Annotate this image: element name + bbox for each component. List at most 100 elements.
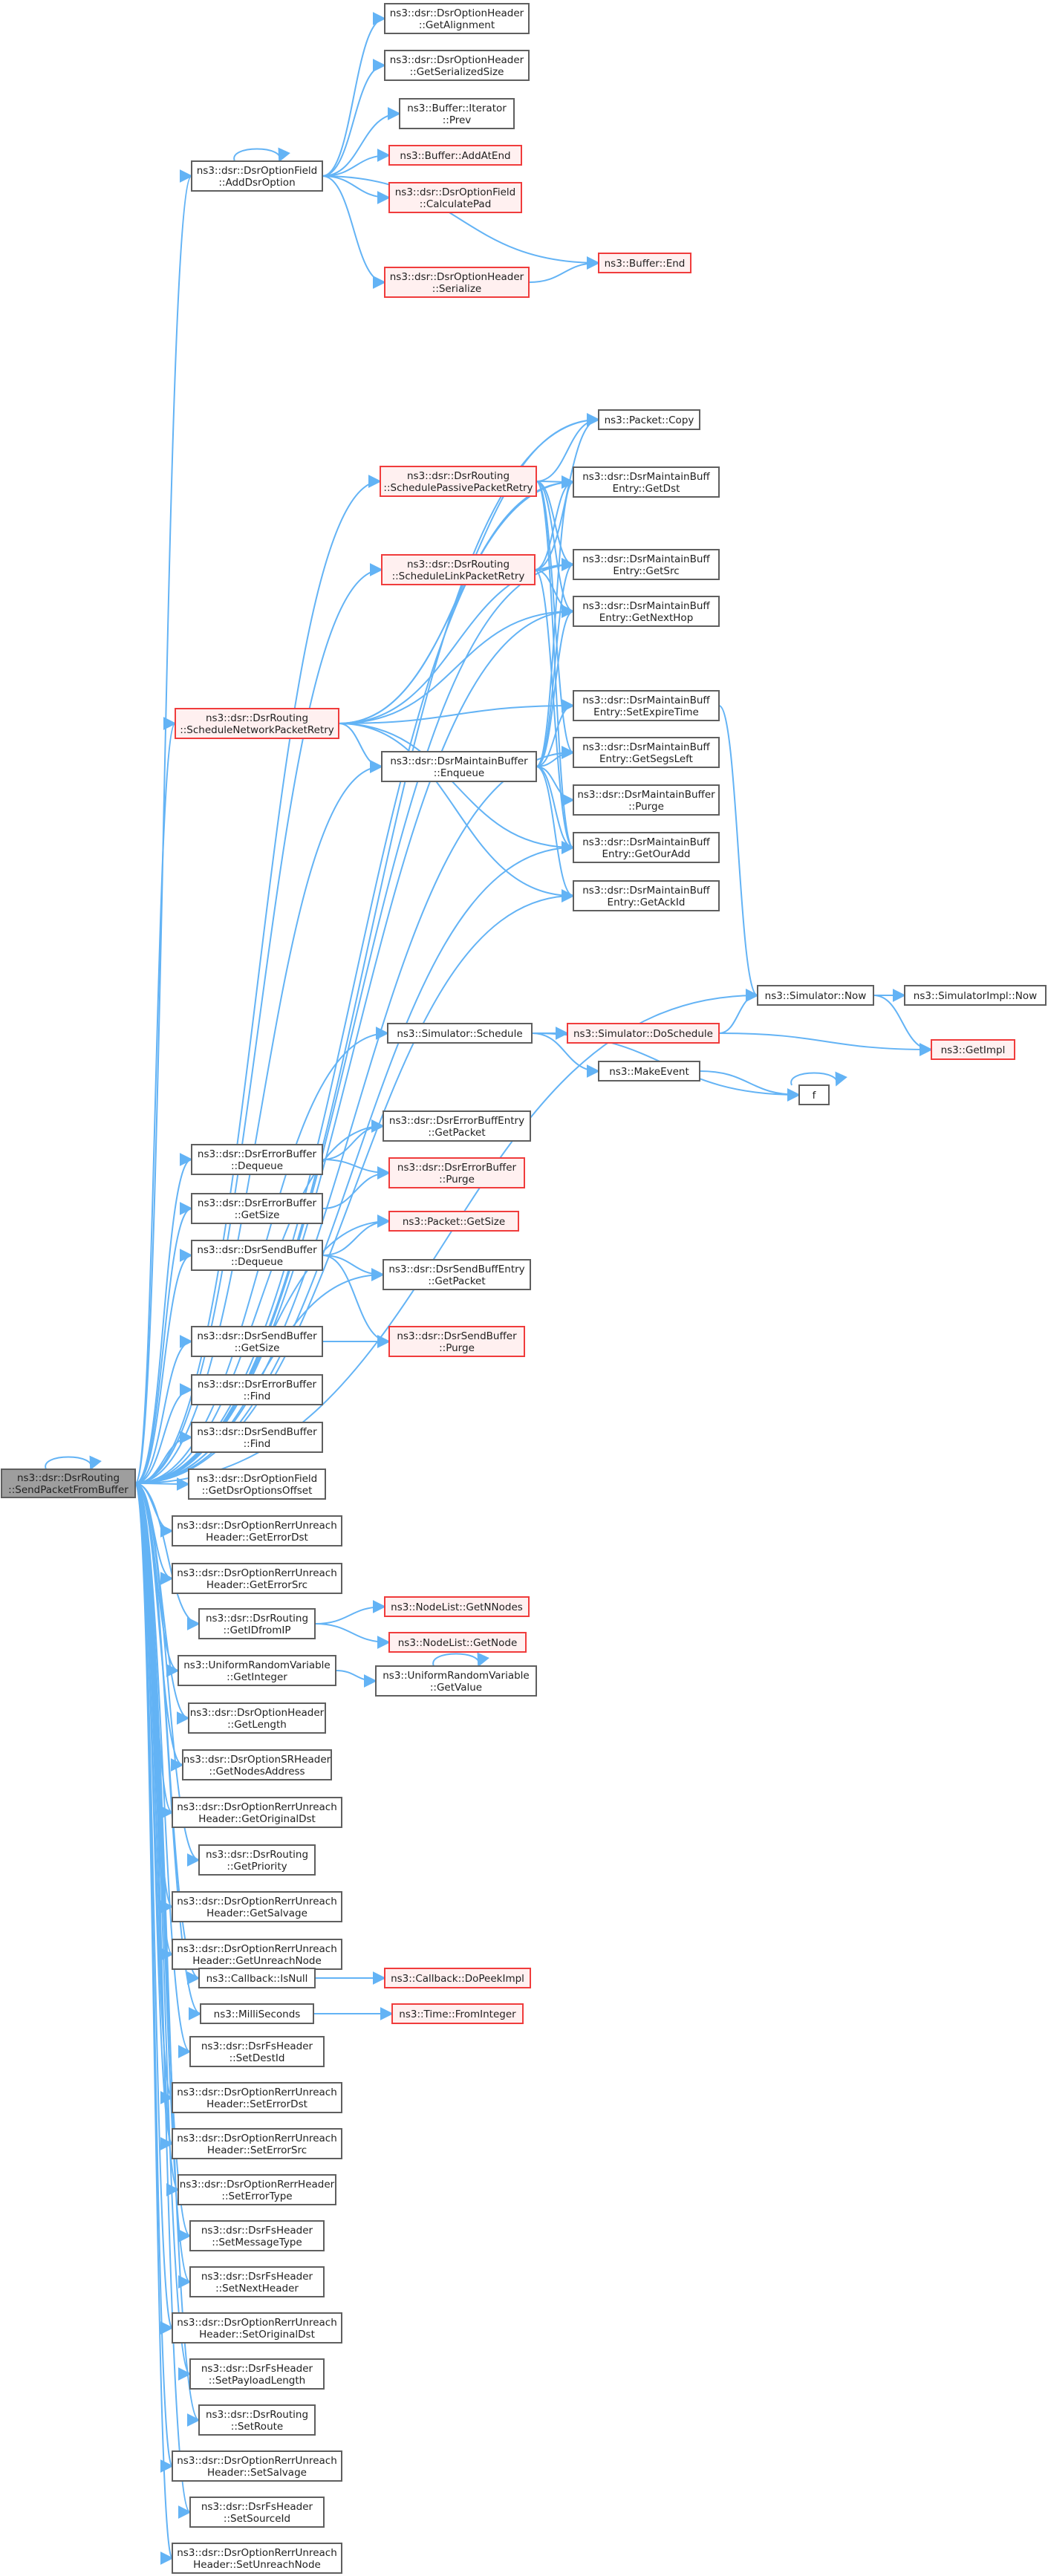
function-node-getNNodes[interactable]: ns3::NodeList::GetNNodes [384,1596,530,1617]
function-node-cbIsNull[interactable]: ns3::Callback::IsNull [198,1968,316,1988]
function-node-fsSetMessageType[interactable]: ns3::dsr::DsrFsHeader::SetMessageType [189,2220,325,2251]
node-label-line: ::Enqueue [434,767,484,779]
function-node-pktCopy[interactable]: ns3::Packet::Copy [598,409,700,430]
function-node-cbDoPeekImpl[interactable]: ns3::Callback::DoPeekImpl [384,1968,531,1988]
call-edge-addDsrOption-to-getSerializedSize [322,59,386,177]
function-node-bufAddAtEnd[interactable]: ns3::Buffer::AddAtEnd [388,145,522,166]
node-label-line: ns3::dsr::DsrFsHeader [201,2363,313,2375]
function-node-ebFind[interactable]: ns3::dsr::DsrErrorBuffer::Find [191,1374,323,1405]
function-node-schedPassive[interactable]: ns3::dsr::DsrRouting::SchedulePassivePac… [380,466,537,497]
node-box [573,737,720,768]
node-label-line: Header::GetSalvage [206,1907,307,1919]
function-node-schedNetwork[interactable]: ns3::dsr::DsrRouting::ScheduleNetworkPac… [175,708,339,739]
function-node-getIDfromIP[interactable]: ns3::dsr::DsrRouting::GetIDfromIP [198,1608,316,1639]
call-edge-simDoSchedule-to-getImpl [718,1032,933,1056]
node-box [375,1665,537,1697]
function-node-urvGetValue[interactable]: ns3::UniformRandomVariable::GetValue [375,1665,537,1697]
function-node-getNodesAddress[interactable]: ns3::dsr::DsrOptionSRHeader::GetNodesAdd… [182,1749,332,1780]
function-node-ebeGetPacket[interactable]: ns3::dsr::DsrErrorBuffEntry::GetPacket [383,1110,531,1142]
function-node-mbGetNextHop[interactable]: ns3::dsr::DsrMaintainBuffEntry::GetNextH… [573,596,720,627]
function-node-ebDequeue[interactable]: ns3::dsr::DsrErrorBuffer::Dequeue [191,1144,323,1175]
function-node-timeFromInteger[interactable]: ns3::Time::FromInteger [391,2003,524,2024]
function-node-getOptOffset[interactable]: ns3::dsr::DsrOptionField::GetDsrOptionsO… [188,1468,326,1500]
function-node-ebGetSize[interactable]: ns3::dsr::DsrErrorBuffer::GetSize [191,1193,323,1224]
function-node-pktGetSize[interactable]: ns3::Packet::GetSize [388,1211,519,1232]
node-label-line: ::SetErrorType [221,2190,292,2202]
function-node-sbDequeue[interactable]: ns3::dsr::DsrSendBuffer::Dequeue [191,1240,323,1271]
function-node-getSalvage[interactable]: ns3::dsr::DsrOptionRerrUnreachHeader::Ge… [172,1891,342,1922]
function-node-simDoSchedule[interactable]: ns3::Simulator::DoSchedule [567,1023,720,1044]
node-label-line: Entry::GetNextHop [599,612,694,624]
node-label-line: ns3::Buffer::End [605,258,686,270]
function-node-serialize[interactable]: ns3::dsr::DsrOptionHeader::Serialize [384,267,530,298]
function-node-simNow[interactable]: ns3::Simulator::Now [757,985,874,1006]
node-label-line: ::AddDsrOption [218,177,295,189]
function-node-getErrorDst[interactable]: ns3::dsr::DsrOptionRerrUnreachHeader::Ge… [172,1515,342,1546]
function-node-mbGetOurAdd[interactable]: ns3::dsr::DsrMaintainBuffEntry::GetOurAd… [573,832,720,863]
function-node-getSerializedSize[interactable]: ns3::dsr::DsrOptionHeader::GetSerialized… [384,50,530,81]
node-label-line: ::GetIDfromIP [223,1624,290,1636]
node-box [172,2543,342,2574]
function-node-urvGetInteger[interactable]: ns3::UniformRandomVariable::GetInteger [178,1655,336,1686]
node-box [388,1211,519,1232]
function-node-fnF[interactable]: f [798,1084,830,1105]
function-node-bufIterPrev[interactable]: ns3::Buffer::Iterator::Prev [399,98,515,129]
function-node-fsSetSourceId[interactable]: ns3::dsr::DsrFsHeader::SetSourceId [189,2497,325,2528]
function-node-getNode[interactable]: ns3::NodeList::GetNode [388,1632,527,1653]
function-node-fsSetPayloadLength[interactable]: ns3::dsr::DsrFsHeader::SetPayloadLength [189,2358,325,2390]
call-edge-addDsrOption-to-bufIterPrev [322,107,401,177]
function-node-addDsrOption[interactable]: ns3::dsr::DsrOptionField::AddDsrOption [191,160,323,192]
function-node-setOriginalDst[interactable]: ns3::dsr::DsrOptionRerrUnreachHeader::Se… [172,2312,342,2344]
node-label-line: ns3::dsr::DsrErrorBuffer [397,1162,517,1174]
function-node-getLength[interactable]: ns3::dsr::DsrOptionHeader::GetLength [188,1702,326,1734]
function-node-schedLink[interactable]: ns3::dsr::DsrRouting::ScheduleLinkPacket… [381,554,536,585]
function-node-mbGetSegs[interactable]: ns3::dsr::DsrMaintainBuffEntry::GetSegsL… [573,737,720,768]
function-node-setSalvage[interactable]: ns3::dsr::DsrOptionRerrUnreachHeader::Se… [172,2450,342,2482]
function-node-sbPurge[interactable]: ns3::dsr::DsrSendBuffer::Purge [388,1326,525,1357]
function-node-setErrorSrc[interactable]: ns3::dsr::DsrOptionRerrUnreachHeader::Se… [172,2128,342,2159]
function-node-calcPad[interactable]: ns3::dsr::DsrOptionField::CalculatePad [388,182,522,213]
node-label-line: ::GetSerializedSize [410,66,504,78]
node-label-line: ::SetDestId [230,2052,285,2064]
function-node-mbEnqueue[interactable]: ns3::dsr::DsrMaintainBuffer::Enqueue [381,751,537,782]
node-label-line: Header::SetOriginalDst [199,2329,315,2341]
function-node-getPriority[interactable]: ns3::dsr::DsrRouting::GetPriority [198,1844,316,1876]
node-box [381,751,537,782]
node-box [573,880,720,911]
call-edge-schedNetwork-to-mbGetAckId [338,723,575,902]
function-node-simSchedule[interactable]: ns3::Simulator::Schedule [387,1023,533,1044]
function-node-sbFind[interactable]: ns3::dsr::DsrSendBuffer::Find [191,1422,323,1453]
function-node-sbeGetPacket[interactable]: ns3::dsr::DsrSendBuffEntry::GetPacket [383,1259,531,1290]
function-node-getOriginalDst[interactable]: ns3::dsr::DsrOptionRerrUnreachHeader::Ge… [172,1797,342,1828]
function-node-setErrorDst[interactable]: ns3::dsr::DsrOptionRerrUnreachHeader::Se… [172,2082,342,2113]
function-node-getImpl[interactable]: ns3::GetImpl [931,1039,1015,1060]
function-node-makeEvent[interactable]: ns3::MakeEvent [598,1061,700,1082]
function-node-fsSetNextHeader[interactable]: ns3::dsr::DsrFsHeader::SetNextHeader [189,2266,325,2297]
function-node-fsSetDestId[interactable]: ns3::dsr::DsrFsHeader::SetDestId [189,2036,325,2067]
function-node-setRoute[interactable]: ns3::dsr::DsrRouting::SetRoute [198,2404,316,2436]
node-box [191,1422,323,1453]
call-edge-mbSetExpire-to-simNow [718,705,759,1002]
function-node-getUnreachNode[interactable]: ns3::dsr::DsrOptionRerrUnreachHeader::Ge… [172,1939,342,1970]
function-node-bufEnd[interactable]: ns3::Buffer::End [598,253,691,273]
node-label-line: Entry::SetExpireTime [593,706,699,718]
function-node-mbSetExpire[interactable]: ns3::dsr::DsrMaintainBuffEntry::SetExpir… [573,690,720,721]
call-edge-root-to-sbFind [134,1431,193,1484]
node-box [380,466,537,497]
function-node-setErrorType[interactable]: ns3::dsr::DsrOptionRerrHeader::SetErrorT… [178,2174,336,2205]
call-edge-ebGetSize-to-ebPurge [322,1166,391,1209]
function-node-milliSeconds[interactable]: ns3::MilliSeconds [200,2003,314,2024]
function-node-setUnreachNode[interactable]: ns3::dsr::DsrOptionRerrUnreachHeader::Se… [172,2543,342,2574]
node-label-line: ns3::UniformRandomVariable [183,1659,331,1671]
function-node-mbPurge[interactable]: ns3::dsr::DsrMaintainBuffer::Purge [573,784,720,816]
root-function-node[interactable]: ns3::dsr::DsrRouting::SendPacketFromBuff… [1,1468,136,1498]
function-node-getAlignment[interactable]: ns3::dsr::DsrOptionHeader::GetAlignment [384,3,530,34]
function-node-getErrorSrc[interactable]: ns3::dsr::DsrOptionRerrUnreachHeader::Ge… [172,1563,342,1594]
function-node-simImplNow[interactable]: ns3::SimulatorImpl::Now [904,985,1047,1006]
function-node-sbGetSize[interactable]: ns3::dsr::DsrSendBuffer::GetSize [191,1326,323,1357]
node-label-line: ::SetRoute [231,2421,283,2433]
function-node-ebPurge[interactable]: ns3::dsr::DsrErrorBuffer::Purge [388,1157,525,1188]
